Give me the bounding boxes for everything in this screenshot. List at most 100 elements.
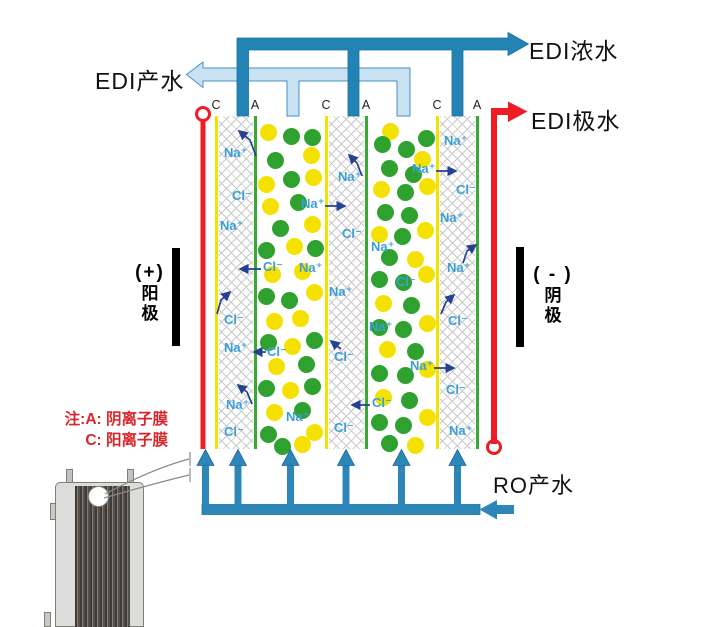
resin-bead-yellow xyxy=(418,408,436,426)
resin-bead-green xyxy=(289,193,307,211)
resin-bead-yellow xyxy=(293,435,311,453)
resin-bead-green xyxy=(305,331,323,349)
resin-bead-green xyxy=(297,355,315,373)
ion-label: Na⁺ xyxy=(329,284,353,299)
ion-label: Cl⁻ xyxy=(448,313,468,328)
ion-label: Na⁺ xyxy=(440,210,464,225)
concentrate-chamber xyxy=(329,116,364,449)
concentrate-chamber xyxy=(440,116,475,449)
module-side-tab-upper xyxy=(50,503,56,520)
membrane-a xyxy=(254,116,257,449)
resin-bead-green xyxy=(370,413,388,431)
feed-riser xyxy=(342,464,350,506)
resin-bead-yellow xyxy=(304,168,322,186)
ion-label: Na⁺ xyxy=(371,239,395,254)
resin-bead-green xyxy=(394,320,412,338)
resin-bead-yellow xyxy=(378,340,396,358)
resin-bead-yellow xyxy=(372,180,390,198)
resin-bead-yellow xyxy=(267,357,285,375)
ion-label: Na⁺ xyxy=(286,409,310,424)
cathode-char1: 阴 xyxy=(544,286,562,305)
ion-label: Na⁺ xyxy=(220,218,244,233)
resin-bead-green xyxy=(406,342,424,360)
cathode-bar xyxy=(516,247,524,347)
ion-label: Na⁺ xyxy=(338,169,362,184)
module-side-tab-lower xyxy=(44,612,51,627)
resin-bead-green xyxy=(370,364,388,382)
ion-label: Na⁺ xyxy=(299,260,323,275)
feed-up-arrow xyxy=(228,448,248,466)
resin-bead-green xyxy=(370,270,388,288)
resin-bead-green xyxy=(282,127,300,145)
ion-label: Cl⁻ xyxy=(334,420,354,435)
resin-bead-green xyxy=(266,151,284,169)
resin-bead-green xyxy=(417,129,435,147)
resin-bead-yellow xyxy=(418,360,436,378)
resin-bead-green xyxy=(380,159,398,177)
resin-bead-green xyxy=(271,219,289,237)
resin-bead-green xyxy=(257,379,275,397)
resin-bead-yellow xyxy=(374,294,392,312)
membrane-label-a: A xyxy=(361,98,371,112)
ion-label: Na⁺ xyxy=(224,145,248,160)
resin-bead-green xyxy=(259,425,277,443)
ion-label: Na⁺ xyxy=(412,161,436,176)
resin-bead-yellow xyxy=(413,150,431,168)
resin-bead-yellow xyxy=(406,436,424,454)
feed-up-arrow xyxy=(392,448,411,466)
feed-riser xyxy=(454,464,461,506)
ro-feed-label: RO产水 xyxy=(493,473,575,498)
resin-bead-yellow xyxy=(418,314,436,332)
resin-bead-yellow xyxy=(416,221,434,239)
resin-bead-green xyxy=(280,291,298,309)
resin-bead-green xyxy=(396,366,414,384)
membrane-note: 注:A: 阴离子膜 C: 阳离子膜 xyxy=(58,409,168,451)
resin-bead-yellow xyxy=(293,262,311,280)
membrane-a xyxy=(476,116,479,449)
feed-up-arrow xyxy=(336,448,356,466)
feed-riser xyxy=(202,464,209,506)
resin-bead-yellow xyxy=(305,283,323,301)
resin-bead-yellow xyxy=(281,381,299,399)
ion-label: Na⁺ xyxy=(224,340,248,355)
membrane-label-c: C xyxy=(211,98,221,112)
ion-label: Cl⁻ xyxy=(372,395,392,410)
membrane-a xyxy=(365,116,368,449)
resin-bead-yellow xyxy=(263,265,281,283)
resin-bead-green xyxy=(303,128,321,146)
resin-bead-green xyxy=(303,377,321,395)
anode-sign: (+) xyxy=(135,262,165,283)
resin-bead-yellow xyxy=(302,146,320,164)
edi-concentrate-label: EDI浓水 xyxy=(529,38,619,64)
resin-bead-yellow xyxy=(257,175,275,193)
resin-bead-green xyxy=(373,135,391,153)
resin-bead-green xyxy=(257,241,275,259)
ion-label: Na⁺ xyxy=(410,358,434,373)
anode-label-block: (+) 阳 极 xyxy=(126,262,174,324)
feed-up-arrow xyxy=(196,448,215,466)
resin-bead-green xyxy=(400,391,418,409)
resin-bead-green xyxy=(376,203,394,221)
resin-bead-green xyxy=(400,206,418,224)
resin-bead-yellow xyxy=(417,265,435,283)
resin-bead-yellow xyxy=(259,123,277,141)
cathode-char2: 极 xyxy=(544,306,562,325)
ion-label: Na⁺ xyxy=(444,133,468,148)
edi-electrode-water-label: EDI极水 xyxy=(531,108,621,134)
resin-bead-green xyxy=(293,401,311,419)
ion-label: Na⁺ xyxy=(447,260,471,275)
anode-char1: 阳 xyxy=(141,284,159,303)
anode-terminal-circle xyxy=(195,105,211,122)
ro-feed-arrowhead xyxy=(479,500,497,520)
resin-bead-green xyxy=(282,170,300,188)
resin-bead-green xyxy=(404,165,422,183)
resin-bead-yellow xyxy=(406,250,424,268)
resin-bead-green xyxy=(393,227,411,245)
anode-bar xyxy=(172,248,180,346)
membrane-c xyxy=(325,116,328,449)
resin-bead-yellow xyxy=(265,312,283,330)
resin-bead-green xyxy=(396,183,414,201)
resin-bead-yellow xyxy=(381,122,399,140)
cathode-terminal-circle xyxy=(486,439,502,455)
resin-bead-green xyxy=(273,437,291,455)
